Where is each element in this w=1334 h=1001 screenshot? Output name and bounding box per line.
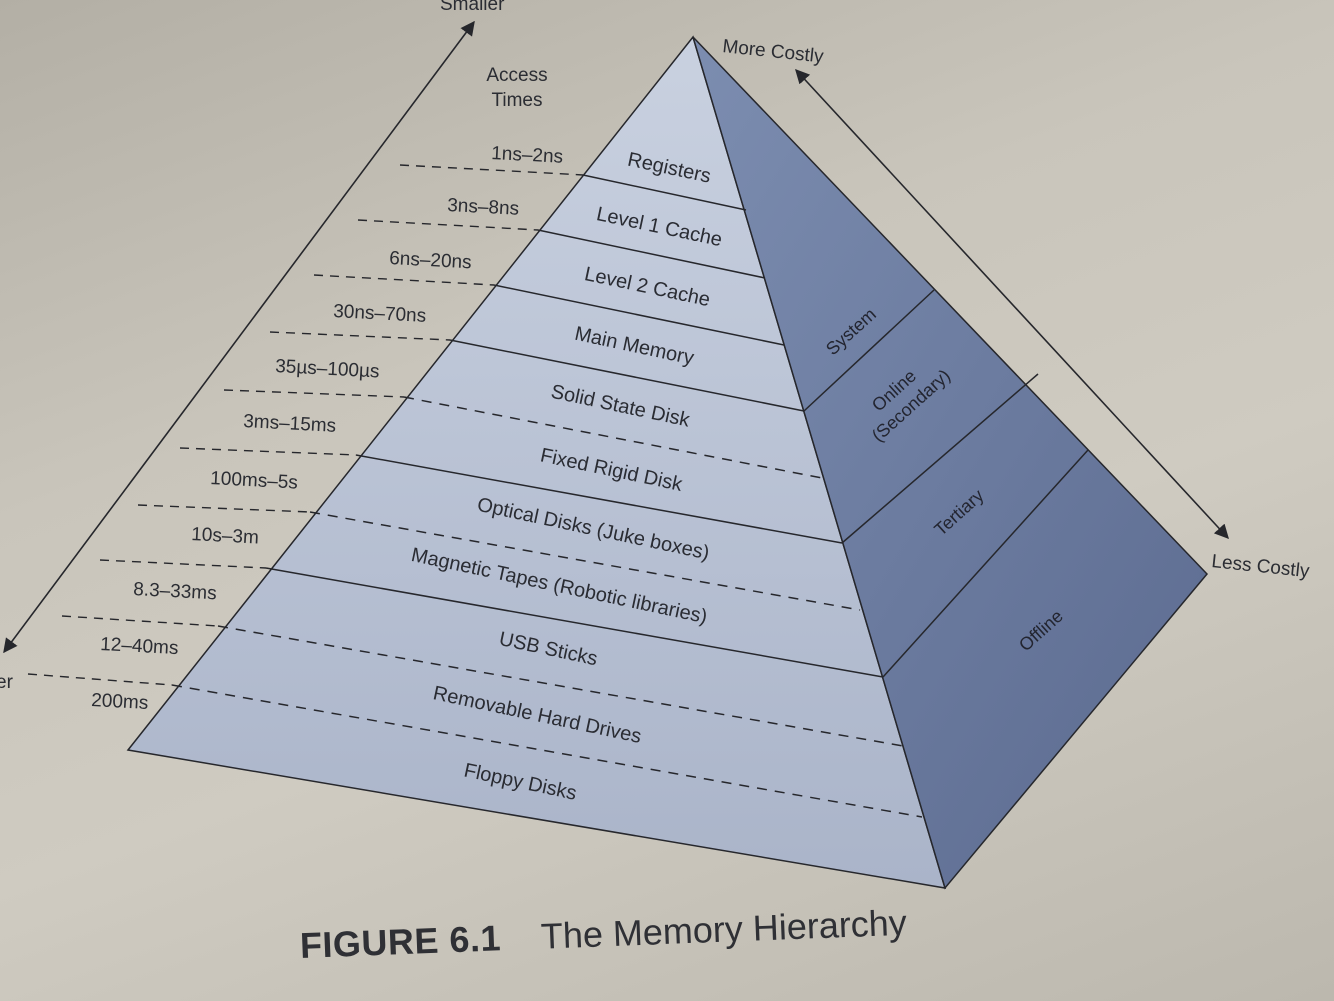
less-costly-label: Less Costly bbox=[1210, 551, 1310, 582]
access-time-label: 8.3–33ms bbox=[133, 579, 217, 604]
access-time-label: 30ns–70ns bbox=[333, 301, 427, 327]
access-time-label: 3ms–15ms bbox=[243, 411, 337, 437]
access-time-label: 12–40ms bbox=[100, 634, 179, 659]
access-time-label: 35µs–100µs bbox=[275, 356, 380, 382]
access-time-labels: 1ns–2ns 3ns–8ns 6ns–20ns 30ns–70ns 35µs–… bbox=[91, 143, 564, 714]
cost-arrow bbox=[795, 68, 1229, 540]
access-times-heading-line2: Times bbox=[491, 90, 542, 111]
access-time-label: 3ns–8ns bbox=[447, 195, 520, 220]
left-size-arrow bbox=[3, 20, 475, 654]
access-time-label: 100ms–5s bbox=[210, 468, 299, 494]
access-times-heading-line1: Access bbox=[486, 65, 547, 86]
access-time-label: 1ns–2ns bbox=[491, 143, 564, 168]
smaller-label: Smaller bbox=[440, 0, 505, 15]
more-costly-label: More Costly bbox=[721, 36, 824, 68]
figure-number: FIGURE 6.1 bbox=[299, 917, 502, 966]
access-time-label: 6ns–20ns bbox=[389, 248, 472, 273]
access-time-label: 200ms bbox=[91, 690, 149, 714]
larger-label-fragment: er bbox=[0, 672, 14, 693]
access-time-label: 10s–3m bbox=[191, 524, 260, 549]
